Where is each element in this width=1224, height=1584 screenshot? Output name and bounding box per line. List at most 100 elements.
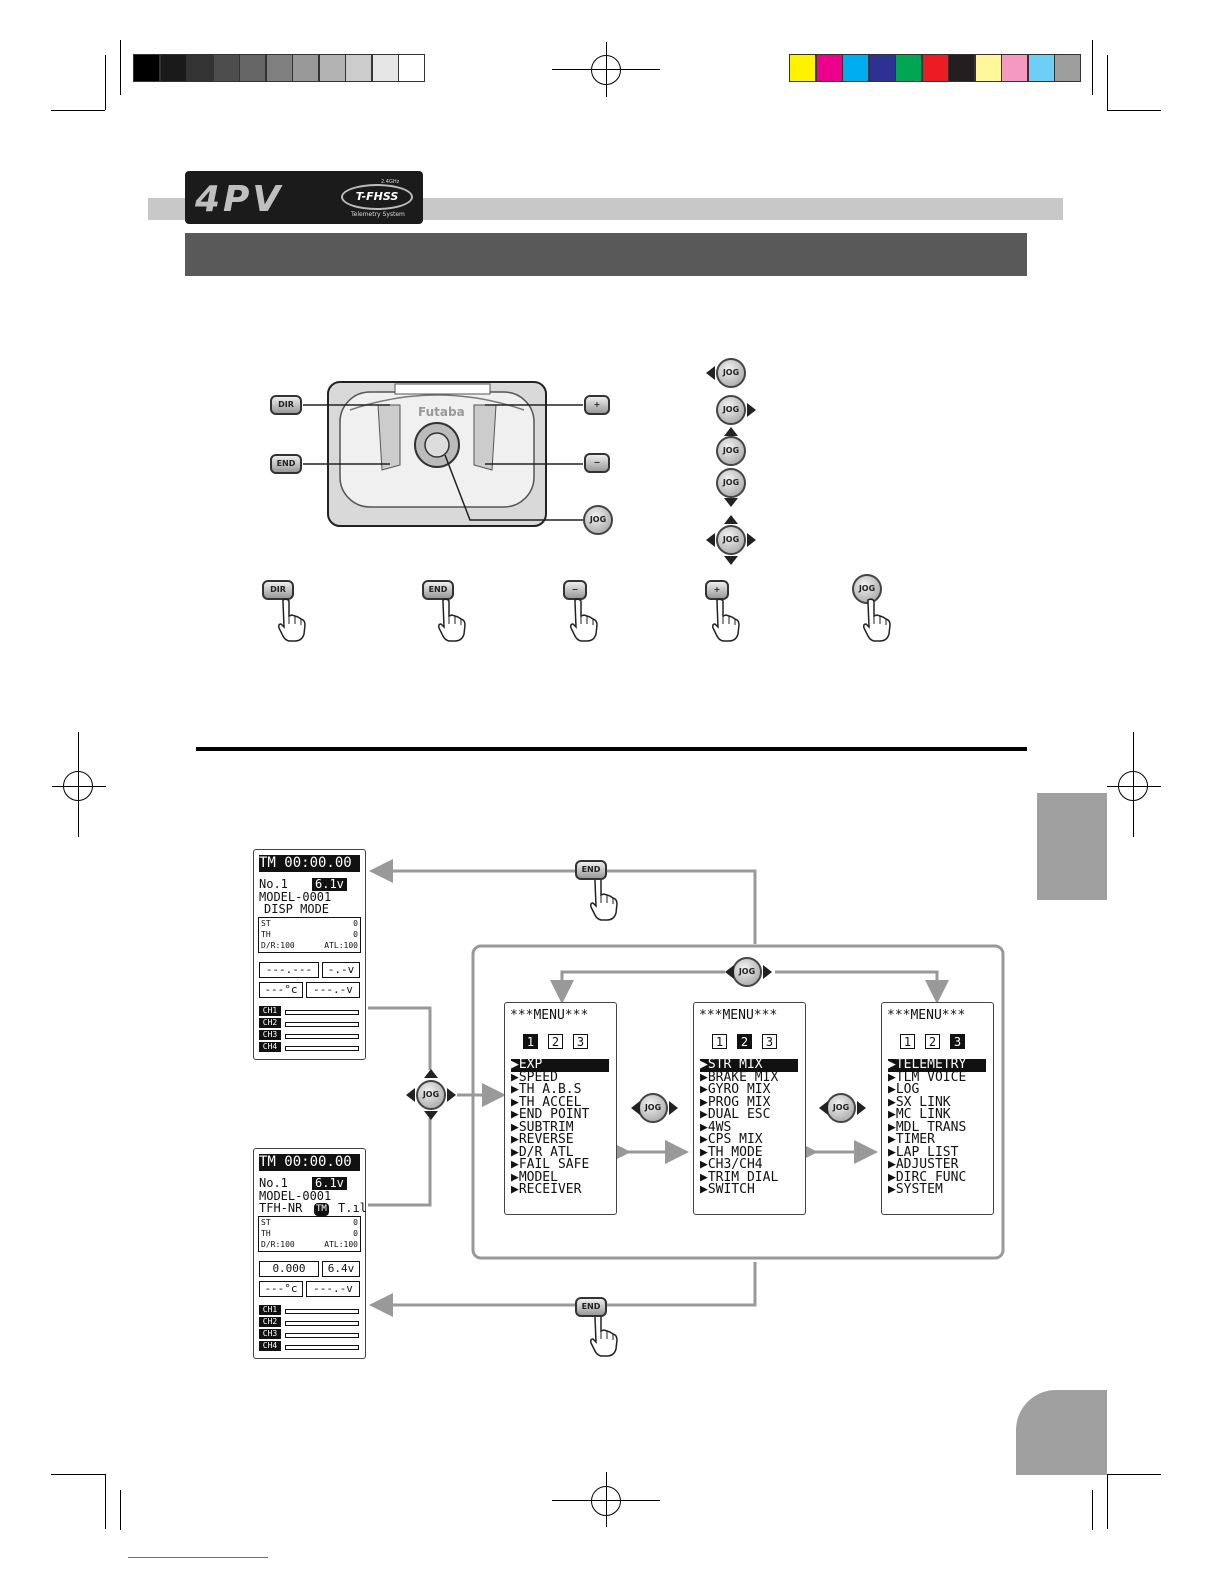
flow-jog-right[interactable]: JOG <box>826 1093 856 1123</box>
menu-item[interactable]: ▶SYSTEM <box>888 1182 943 1197</box>
model-name: MODEL-0001 <box>259 890 332 904</box>
telemetry-badge: TM <box>314 1203 329 1216</box>
home-screen-display-mode: TM 00:00.00 No.1 6.1v MODEL-0001 DISP MO… <box>253 849 366 1060</box>
channel-row: CH4 <box>259 1341 359 1351</box>
menu-item[interactable]: ▶REVERSE <box>511 1132 574 1147</box>
arrow-left-icon <box>725 965 734 979</box>
menu-item[interactable]: ▶STR MIX <box>700 1058 798 1072</box>
crop-mark <box>51 110 105 111</box>
menu-item[interactable]: ▶CPS MIX <box>700 1132 763 1147</box>
press-dir-key[interactable]: DIR <box>262 580 294 600</box>
arrow-left-icon <box>819 1101 828 1115</box>
jog-key[interactable]: JOG <box>583 505 613 535</box>
menu-item[interactable]: ▶MODEL <box>511 1169 558 1185</box>
crop-mark <box>1107 110 1161 111</box>
atl-value: ATL:100 <box>324 1240 358 1249</box>
menu-item[interactable]: ▶LOG <box>888 1082 920 1097</box>
menu-item[interactable]: ▶SUBTRIM <box>511 1119 574 1135</box>
menu-item[interactable]: ▶MDL TRANS <box>888 1119 967 1135</box>
jog-right-icon: JOG <box>716 395 746 425</box>
arrow-right-icon <box>857 1101 866 1115</box>
menu-page-2[interactable]: 2 <box>925 1034 940 1049</box>
menu-title: ***MENU*** <box>510 1008 589 1023</box>
signal-icon: T.ıl <box>338 1201 367 1215</box>
menu-item[interactable]: ▶GYRO MIX <box>700 1082 771 1097</box>
menu-item[interactable]: ▶TIMER <box>888 1132 935 1147</box>
dir-key[interactable]: DIR <box>270 395 302 415</box>
menu-item[interactable]: ▶SX LINK <box>888 1094 951 1110</box>
menu-item[interactable]: ▶SPEED <box>511 1069 558 1085</box>
registration-line <box>606 1472 607 1527</box>
transmitter-illustration <box>303 381 583 527</box>
menu-item[interactable]: ▶TH A.B.S <box>511 1082 582 1097</box>
menu-item[interactable]: ▶BRAKE MIX <box>700 1069 779 1085</box>
menu-item[interactable]: ▶RECEIVER <box>511 1182 582 1197</box>
menu-item[interactable]: ▶D/R ATL <box>511 1144 574 1160</box>
flow-jog-center[interactable]: JOG <box>416 1080 446 1110</box>
menu-item[interactable]: ▶4WS <box>700 1119 732 1135</box>
model-number: No.1 <box>259 877 288 891</box>
menu-page-2[interactable]: 2 <box>737 1034 752 1049</box>
flow-end-key-bottom[interactable]: END <box>575 1297 607 1317</box>
menu-page-3[interactable]: 3 <box>950 1034 965 1049</box>
menu-item[interactable]: ▶EXP <box>511 1058 609 1072</box>
flow-jog-left[interactable]: JOG <box>638 1093 668 1123</box>
menu-item[interactable]: ▶SWITCH <box>700 1182 755 1197</box>
menu-page-1[interactable]: 1 <box>900 1034 915 1049</box>
battery-voltage: 6.1v <box>312 1177 347 1190</box>
channel-row: CH1 <box>259 1305 359 1315</box>
menu-item[interactable]: ▶CH3/CH4 <box>700 1157 763 1172</box>
menu-page-1[interactable]: 1 <box>712 1034 727 1049</box>
menu-item[interactable]: ▶TH ACCEL <box>511 1094 582 1110</box>
logo-subtitle: Telemetry System <box>351 211 405 218</box>
channel-row: CH4 <box>259 1042 359 1052</box>
press-minus-key[interactable]: − <box>563 580 587 600</box>
menu-item[interactable]: ▶TH MODE <box>700 1144 763 1160</box>
press-end-key[interactable]: END <box>422 580 454 600</box>
menu-item[interactable]: ▶TRIM DIAL <box>700 1169 779 1185</box>
channel-label: CH1 <box>259 1305 281 1315</box>
flow-end-key-top[interactable]: END <box>575 860 607 880</box>
menu-item[interactable]: ▶END POINT <box>511 1107 590 1122</box>
press-plus-key[interactable]: + <box>705 580 729 600</box>
crop-mark <box>51 1474 105 1475</box>
press-jog-key[interactable]: JOG <box>852 574 882 604</box>
menu-item[interactable]: ▶ADJUSTER <box>888 1157 959 1172</box>
menu-item[interactable]: ▶LAP LIST <box>888 1144 959 1160</box>
channel-row: CH2 <box>259 1018 359 1028</box>
menu-item[interactable]: ▶MC LINK <box>888 1107 951 1122</box>
model-number: No.1 <box>259 1176 288 1190</box>
pressing-hand-icon <box>570 598 598 642</box>
pressing-hand-icon <box>278 598 306 642</box>
st-value: 0 <box>353 1218 358 1227</box>
gray-swatch <box>371 54 399 82</box>
menu-page-3[interactable]: 3 <box>573 1034 588 1049</box>
menu-item[interactable]: ▶DIRC FUNC <box>888 1169 967 1185</box>
arrow-left-icon <box>406 1088 415 1102</box>
menu-page-1[interactable]: 1 <box>523 1034 538 1049</box>
menu-item[interactable]: ▶FAIL SAFE <box>511 1157 590 1172</box>
plus-key[interactable]: + <box>584 395 610 415</box>
st-label: ST <box>261 919 271 928</box>
channel-label: CH3 <box>259 1329 281 1339</box>
arrow-right-icon <box>747 533 756 547</box>
menu-page-3[interactable]: 3 <box>762 1034 777 1049</box>
flow-jog-top[interactable]: JOG <box>732 957 762 987</box>
st-value: 0 <box>353 919 358 928</box>
menu-item[interactable]: ▶DUAL ESC <box>700 1107 771 1122</box>
menu-item[interactable]: ▶TELEMETRY <box>888 1058 986 1072</box>
end-key[interactable]: END <box>270 454 302 474</box>
gray-swatch <box>345 54 372 82</box>
minus-key[interactable]: − <box>584 453 610 473</box>
menu-page-2[interactable]: 2 <box>548 1034 563 1049</box>
arrow-left-icon <box>706 366 715 380</box>
channel-label: CH2 <box>259 1317 281 1327</box>
menu-item[interactable]: ▶PROG MIX <box>700 1094 771 1110</box>
crop-mark <box>1107 55 1108 110</box>
menu-item[interactable]: ▶TLM VOICE <box>888 1069 967 1085</box>
th-label: TH <box>261 930 271 939</box>
crop-mark <box>1107 1474 1161 1475</box>
link-underline <box>128 1557 268 1558</box>
display-mode: DISP MODE <box>264 902 330 916</box>
